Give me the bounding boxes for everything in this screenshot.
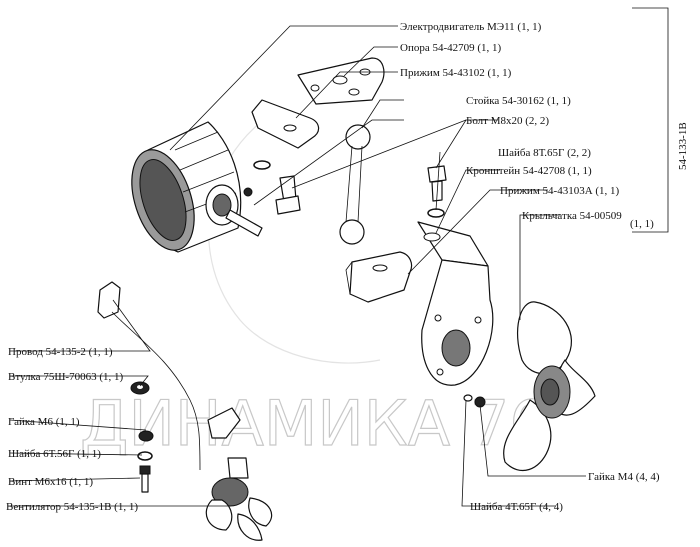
washer-motor bbox=[253, 160, 271, 170]
assembly-code: 54-133-1В bbox=[677, 122, 689, 170]
clamp-upper bbox=[251, 99, 320, 149]
screw-m6 bbox=[139, 465, 151, 493]
label-washer4: Шайба 4Т.65Г (4, 4) bbox=[470, 501, 563, 513]
support-plate bbox=[297, 57, 385, 105]
label-support: Опора 54-42709 (1, 1) bbox=[400, 42, 502, 54]
label-bolt: Болт М8х20 (2, 2) bbox=[466, 115, 549, 127]
washer-4 bbox=[463, 394, 473, 402]
nut-m6 bbox=[138, 430, 154, 442]
post bbox=[339, 124, 371, 245]
wire bbox=[97, 281, 201, 471]
label-bushing: Втулка 75Ш-70063 (1, 1) bbox=[8, 371, 123, 383]
leader-lines bbox=[8, 25, 586, 507]
label-washer8: Шайба 8Т.65Г (2, 2) bbox=[498, 147, 591, 159]
washer-6 bbox=[137, 451, 153, 461]
label-washer6: Шайба 6Т.56Г (1, 1) bbox=[8, 448, 101, 460]
label-impeller: Крыльчатка 54-00509 bbox=[522, 210, 622, 222]
label-impeller-qty: (1, 1) bbox=[630, 218, 654, 230]
label-post: Стойка 54-30162 (1, 1) bbox=[466, 95, 571, 107]
label-motor: Электродвигатель МЭ11 (1, 1) bbox=[400, 21, 542, 33]
bolt-left bbox=[275, 175, 301, 215]
bracket-small bbox=[207, 407, 241, 439]
labels: Электродвигатель МЭ11 (1, 1) Опора 54-42… bbox=[6, 21, 660, 513]
label-bracket: Кронштейн 54-42708 (1, 1) bbox=[466, 165, 592, 177]
assembly-bracket: 54-133-1В bbox=[632, 7, 689, 233]
label-fan: Вентилятор 54-135-1В (1, 1) bbox=[6, 501, 138, 513]
label-nut4: Гайка М4 (4, 4) bbox=[588, 471, 660, 483]
bracket bbox=[417, 221, 494, 386]
washer-8 bbox=[427, 208, 445, 218]
label-clamp1: Прижим 54-43102 (1, 1) bbox=[400, 67, 512, 79]
label-nut6: Гайка М6 (1, 1) bbox=[8, 416, 80, 428]
label-clamp2: Прижим 54-43103А (1, 1) bbox=[500, 185, 620, 197]
impeller bbox=[503, 301, 596, 472]
label-wire: Провод 54-135-2 (1, 1) bbox=[8, 346, 113, 358]
label-screw: Винт М6х16 (1, 1) bbox=[8, 476, 93, 488]
bushing bbox=[130, 381, 150, 395]
electric-motor bbox=[131, 121, 263, 253]
clamp-lower bbox=[345, 251, 413, 303]
fan bbox=[205, 457, 273, 541]
